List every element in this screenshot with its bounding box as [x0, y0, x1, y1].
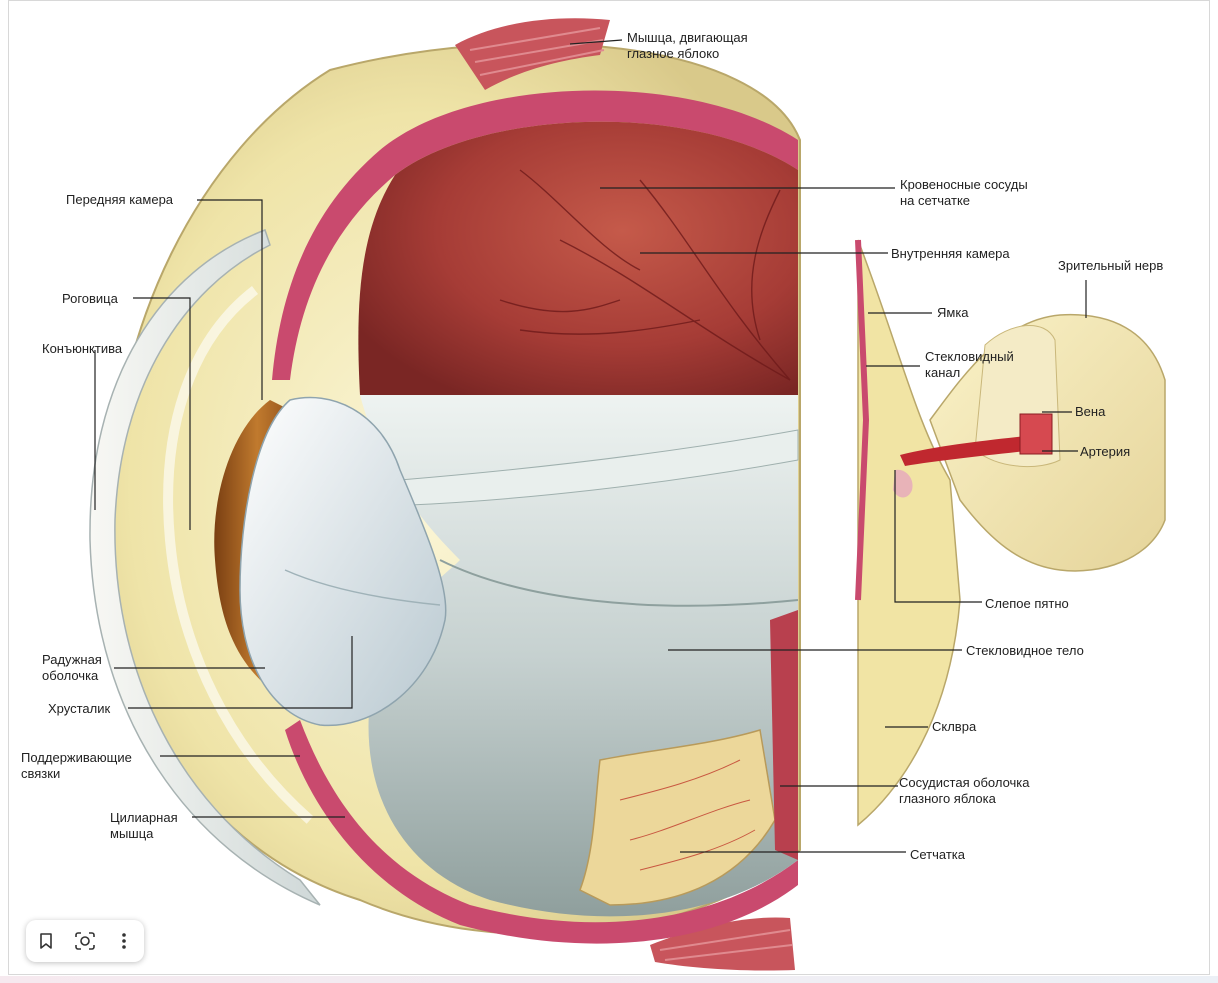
bookmark-button[interactable]: [29, 924, 63, 958]
blind-spot: [893, 469, 913, 498]
label-optic-nerve: Зрительный нерв: [1058, 258, 1164, 273]
retinal-blood-vessels: [499, 169, 791, 381]
label-ciliary-muscle: Цилиарная мышца: [110, 810, 178, 841]
inner-chamber: [358, 121, 798, 395]
label-retina: Сетчатка: [910, 847, 966, 862]
leader-muscle: [569, 39, 623, 45]
choroid-cut-edge: [770, 610, 798, 860]
sclera-wedge: [857, 239, 961, 827]
central-artery: [900, 435, 1035, 466]
label-artery: Артерия: [1080, 444, 1131, 459]
label-iris: Радужная оболочка: [42, 652, 102, 683]
label-blind-spot: Слепое пятно: [985, 596, 1069, 611]
label-leader-lines: [94, 39, 1087, 853]
choroid-layer: [272, 90, 798, 380]
choroid-layer-lower: [285, 720, 798, 944]
label-conjunctiva: Конъюнктива: [42, 341, 123, 356]
label-inner-chamber: Внутренняя камера: [891, 246, 1010, 261]
label-choroid: Сосудистая оболочка глазного яблока: [899, 775, 1030, 806]
iris: [214, 400, 300, 700]
label-cornea: Роговица: [62, 291, 118, 306]
label-sclera: Склвра: [932, 719, 977, 734]
label-extraocular-muscle: Мышца, двигающая глазное яблоко: [627, 30, 748, 61]
leader-lens: [128, 636, 353, 709]
label-fovea: Ямка: [937, 305, 969, 320]
extraocular-muscle-top: [455, 18, 610, 91]
camera-lens-icon: [75, 932, 95, 950]
label-vitreous-canal: Стекловидный канал: [925, 349, 1014, 380]
label-anterior-chamber: Передняя камера: [66, 192, 174, 207]
label-lens: Хрусталик: [48, 701, 111, 716]
label-vitreous-body: Стекловидное тело: [966, 643, 1084, 658]
label-ligaments: Поддерживающие связки: [21, 750, 132, 781]
bookmark-icon: [39, 933, 52, 949]
retina-flap: [579, 729, 776, 906]
image-toolbar: [26, 920, 144, 962]
visual-search-button[interactable]: [68, 924, 102, 958]
cornea: [89, 229, 321, 906]
more-options-button[interactable]: [107, 924, 141, 958]
leader-cornea: [133, 297, 191, 530]
leader-anterior-chamber: [197, 199, 263, 400]
extraocular-muscle-bottom: [650, 917, 795, 971]
page-bottom-strip: [0, 976, 1218, 983]
leader-blind-spot: [894, 470, 982, 603]
lens: [239, 396, 447, 727]
label-retinal-vessels: Кровеносные сосуды на сетчатке: [900, 177, 1028, 208]
label-vein: Вена: [1075, 404, 1106, 419]
central-vein: [1019, 413, 1053, 455]
more-vertical-icon: [122, 933, 127, 949]
